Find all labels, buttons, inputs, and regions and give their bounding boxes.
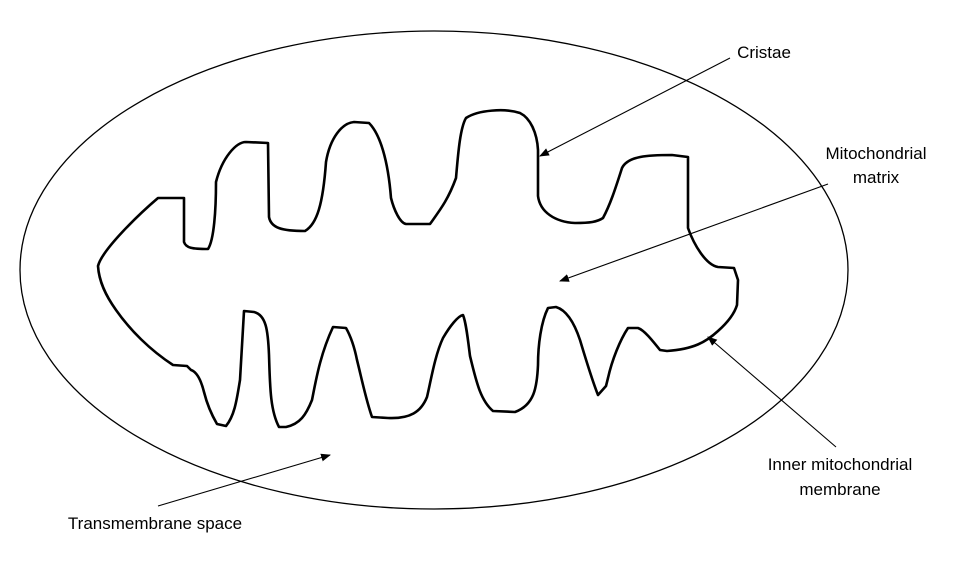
cristae-label: Cristae — [737, 43, 791, 62]
transmembrane-arrow — [157, 453, 331, 507]
inner-membrane-arrow — [707, 336, 837, 448]
outer-membrane — [19, 30, 849, 510]
matrix-label-line1: Mitochondrial — [825, 144, 926, 163]
transmembrane-label: Transmembrane space — [68, 514, 242, 533]
matrix-arrow — [559, 183, 829, 282]
inner-membrane-label-line2: membrane — [799, 480, 880, 499]
matrix-label-line2: matrix — [853, 168, 900, 187]
inner-membrane — [96, 108, 740, 429]
cristae-arrow — [539, 57, 731, 157]
inner-membrane-label-line1: Inner mitochondrial — [768, 455, 913, 474]
